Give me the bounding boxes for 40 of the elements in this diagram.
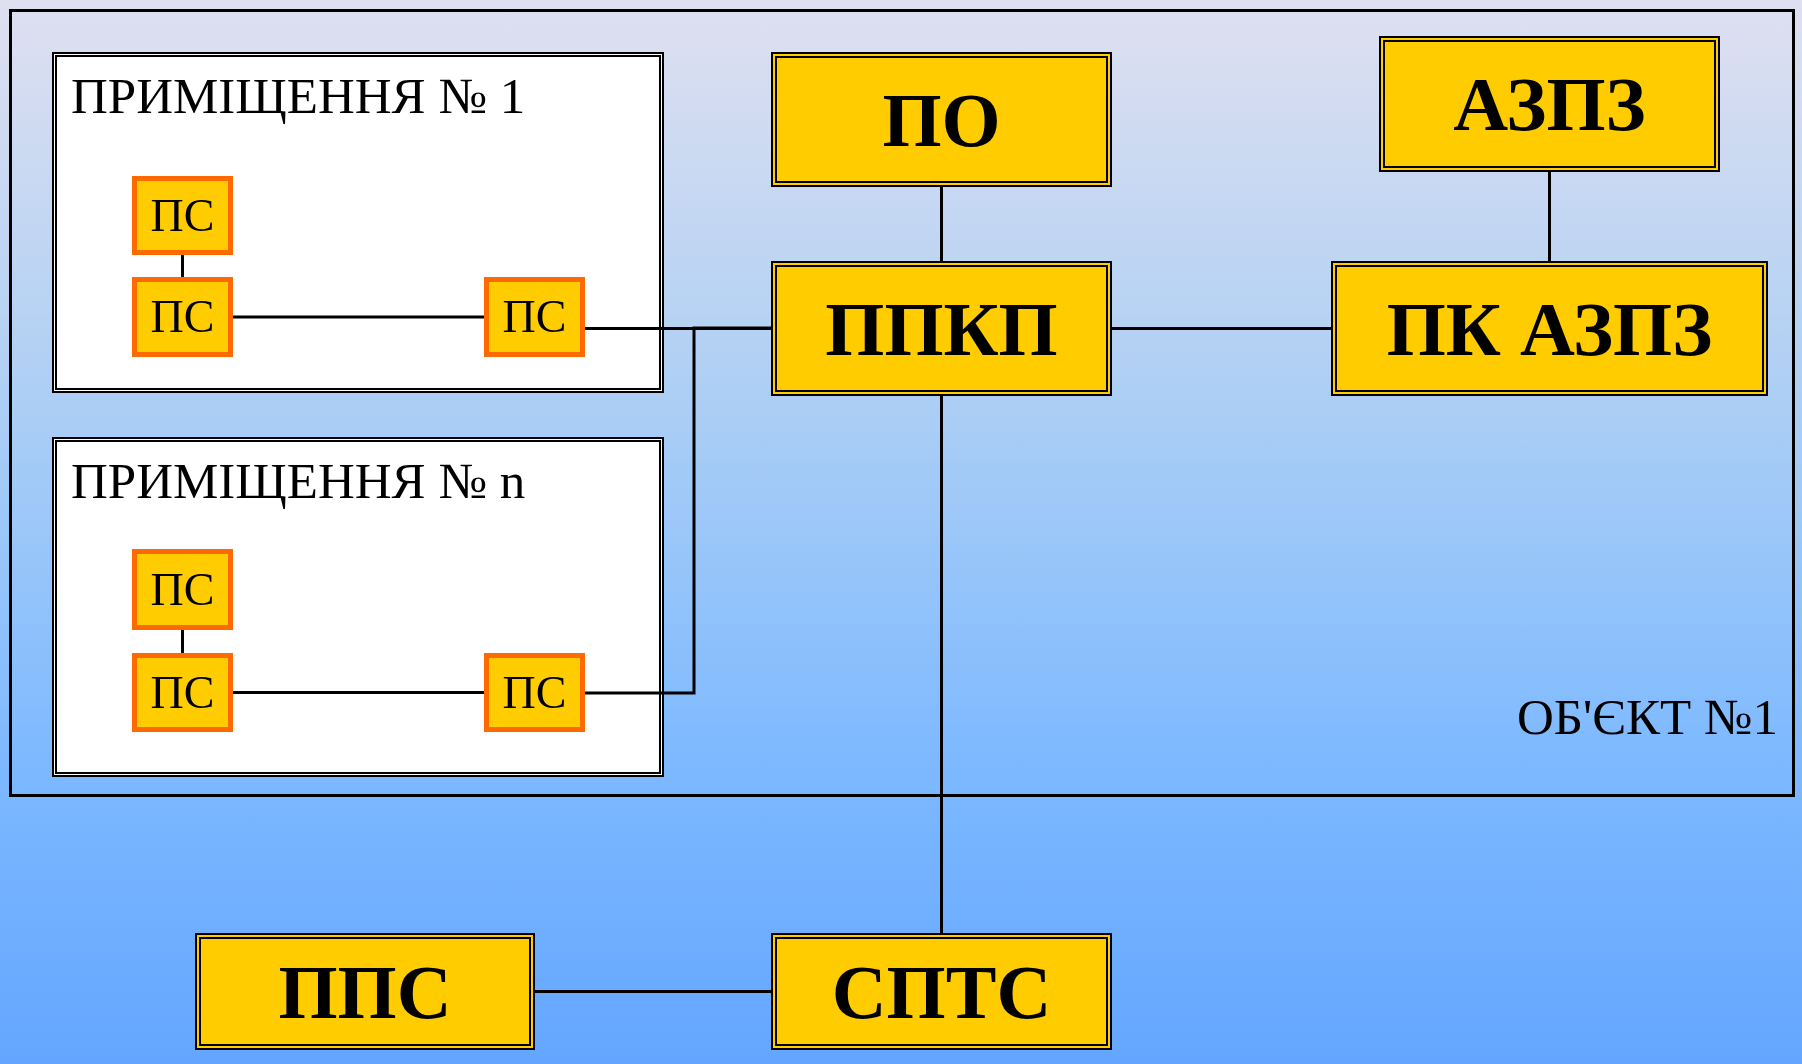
sensor-box xyxy=(132,277,233,357)
device-box xyxy=(195,933,535,1050)
connector-line xyxy=(233,315,484,319)
device-label: СПТС xyxy=(831,953,1052,1030)
room-panel xyxy=(52,437,664,777)
sensor-label: ПС xyxy=(150,192,215,239)
connector-line xyxy=(585,326,771,695)
sensor-box xyxy=(484,277,585,357)
sensor-box xyxy=(484,653,585,732)
device-box xyxy=(771,261,1112,396)
connector-line xyxy=(233,691,484,694)
device-box xyxy=(771,52,1112,187)
device-box xyxy=(771,933,1112,1050)
room-panel xyxy=(52,52,664,393)
object-frame xyxy=(9,9,1795,797)
sensor-label: ПС xyxy=(150,294,215,340)
device-box xyxy=(1379,36,1720,172)
connector-line xyxy=(181,255,184,277)
device-box xyxy=(1331,261,1768,396)
connector-line xyxy=(535,990,771,993)
device-label: АЗПЗ xyxy=(1453,66,1646,142)
room-title: ПРИМІЩЕННЯ № 1 xyxy=(71,67,526,125)
connector-line xyxy=(1112,327,1331,330)
connector-line xyxy=(940,187,943,261)
connector-line xyxy=(181,630,184,653)
sensor-label: ПС xyxy=(150,566,215,613)
sensor-box xyxy=(132,653,233,732)
device-label: ПК АЗПЗ xyxy=(1386,290,1713,367)
connector-line xyxy=(1548,172,1551,261)
device-label: ППКП xyxy=(825,290,1058,367)
object-label: ОБ'ЄКТ №1 xyxy=(1516,688,1778,746)
room-title: ПРИМІЩЕННЯ № n xyxy=(71,452,526,510)
device-label: ППС xyxy=(278,953,452,1030)
sensor-label: ПС xyxy=(502,294,567,340)
sensor-box xyxy=(132,176,233,255)
sensor-box xyxy=(132,549,233,630)
sensor-label: ПС xyxy=(150,669,215,716)
connector-line xyxy=(940,396,943,933)
sensor-label: ПС xyxy=(502,669,567,716)
device-label: ПО xyxy=(882,81,1001,158)
